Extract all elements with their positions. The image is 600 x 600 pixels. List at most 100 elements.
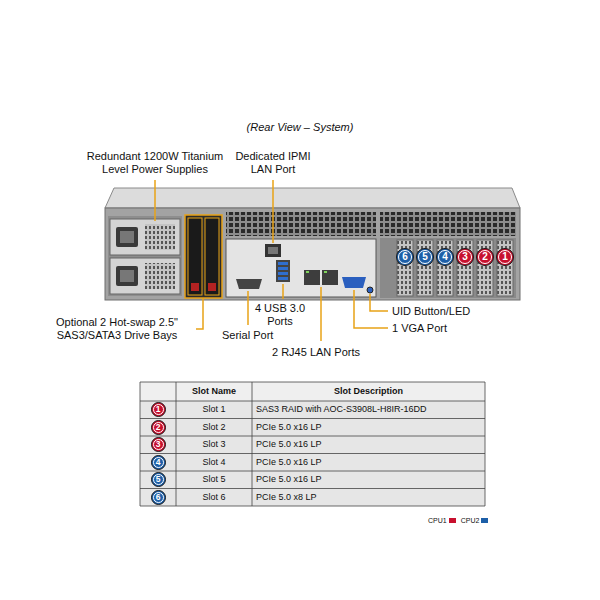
uid-button bbox=[367, 287, 373, 293]
ipmi-port bbox=[265, 244, 281, 257]
callout-label: UID Button/LED bbox=[392, 305, 470, 318]
leader-line bbox=[196, 298, 203, 329]
slot-number: 1 bbox=[496, 248, 514, 266]
slot-number-circle: 2 bbox=[476, 248, 494, 266]
drive-bay-frame bbox=[185, 215, 222, 298]
slot-cover bbox=[397, 240, 413, 296]
slot-cover bbox=[437, 240, 453, 296]
drive-bay bbox=[205, 218, 219, 295]
table-cell: Slot 2 bbox=[176, 419, 252, 437]
slot-cover bbox=[417, 240, 433, 296]
callout-label: 1 VGA Port bbox=[392, 322, 447, 335]
circle-fill bbox=[457, 249, 474, 266]
slot-number: 2 bbox=[476, 248, 494, 266]
slot-number: 4 bbox=[436, 248, 454, 266]
table-cell: PCIe 5.0 x16 LP bbox=[252, 454, 485, 472]
table-cell: Slot 1 bbox=[176, 401, 252, 419]
table-cell: Slot 3 bbox=[176, 436, 252, 454]
callout-label: 2 RJ45 LAN Ports bbox=[272, 346, 360, 359]
slot-number-circle: 4 bbox=[151, 455, 166, 470]
power-socket bbox=[116, 266, 138, 286]
usb-port bbox=[278, 267, 288, 270]
slot-number-circle: 6 bbox=[396, 248, 414, 266]
usb-stack bbox=[276, 260, 290, 282]
table-header-fill bbox=[140, 382, 485, 401]
slot-number-circle: 6 bbox=[151, 490, 166, 505]
slot-cover bbox=[477, 240, 493, 296]
slot-number: 6 bbox=[151, 490, 166, 505]
lan-led bbox=[324, 271, 327, 273]
slot-cover bbox=[457, 240, 473, 296]
leader-line bbox=[354, 290, 388, 328]
legend-label: CPU2 bbox=[461, 516, 480, 525]
lan-led bbox=[306, 271, 309, 273]
table-cell: PCIe 5.0 x16 LP bbox=[252, 471, 485, 489]
slot-cover bbox=[497, 240, 513, 296]
slot-number: 4 bbox=[151, 455, 166, 470]
table-cell: SAS3 RAID with AOC-S3908L-H8IR-16DD bbox=[252, 401, 485, 419]
table-header: Slot Name bbox=[176, 382, 252, 401]
table-cell: PCIe 5.0 x16 LP bbox=[252, 436, 485, 454]
slot-number-circle: 5 bbox=[416, 248, 434, 266]
leader-line bbox=[247, 291, 249, 325]
circle-fill bbox=[151, 438, 165, 452]
leader-line bbox=[154, 180, 156, 221]
slot-number: 6 bbox=[396, 248, 414, 266]
leader-line bbox=[370, 294, 388, 311]
usb-port bbox=[278, 277, 288, 280]
chassis-rear bbox=[105, 208, 520, 300]
power-socket bbox=[120, 270, 134, 282]
legend-swatch bbox=[449, 518, 456, 523]
io-shield bbox=[226, 239, 376, 297]
slot-number: 5 bbox=[151, 472, 166, 487]
slot-number: 5 bbox=[416, 248, 434, 266]
vent-grid bbox=[380, 212, 516, 236]
slot-number-circle: 2 bbox=[151, 420, 166, 435]
circle-fill bbox=[151, 403, 165, 417]
serial-port bbox=[236, 279, 262, 289]
circle-fill bbox=[151, 455, 165, 469]
figure-title: (Rear View – System) bbox=[0, 121, 600, 134]
slot-number-circle: 3 bbox=[456, 248, 474, 266]
usb-port bbox=[278, 262, 288, 265]
power-supply bbox=[110, 219, 180, 255]
circle-fill bbox=[497, 249, 514, 266]
slot-number: 1 bbox=[151, 402, 166, 417]
circle-fill bbox=[151, 420, 165, 434]
circle-fill bbox=[151, 490, 165, 504]
slot-number-circle: 1 bbox=[151, 402, 166, 417]
leader-line bbox=[320, 287, 322, 341]
psu-vent bbox=[145, 263, 175, 289]
callout-label: Redundant 1200W Titanium Level Power Sup… bbox=[80, 150, 230, 175]
leader-line bbox=[282, 284, 284, 299]
lan-port bbox=[304, 270, 320, 285]
chassis-top bbox=[105, 188, 520, 208]
slot-number-circle: 1 bbox=[496, 248, 514, 266]
table-cell: PCIe 5.0 x8 LP bbox=[252, 489, 485, 507]
drive-bay bbox=[188, 218, 202, 295]
slot-number: 3 bbox=[456, 248, 474, 266]
table-cell: Slot 4 bbox=[176, 454, 252, 472]
table-grid bbox=[140, 382, 485, 506]
psu-vent bbox=[145, 224, 175, 250]
slot-number: 3 bbox=[151, 437, 166, 452]
vga-port bbox=[342, 277, 366, 288]
leader-line bbox=[272, 180, 274, 243]
callout-label: Optional 2 Hot-swap 2.5" SAS3/SATA3 Driv… bbox=[42, 316, 192, 341]
table-cell: PCIe 5.0 x16 LP bbox=[252, 419, 485, 437]
circle-fill bbox=[417, 249, 434, 266]
callout-label: Serial Port bbox=[222, 329, 273, 342]
table-body-fill bbox=[140, 401, 485, 506]
circle-fill bbox=[477, 249, 494, 266]
drive-latch bbox=[191, 283, 199, 291]
power-socket bbox=[120, 231, 134, 243]
slot-number-circle: 4 bbox=[436, 248, 454, 266]
legend-swatch bbox=[481, 518, 488, 523]
table-cell: Slot 5 bbox=[176, 471, 252, 489]
ipmi-port bbox=[268, 247, 278, 254]
power-supply bbox=[110, 258, 180, 294]
legend-item: CPU1 bbox=[428, 515, 456, 525]
usb-port bbox=[278, 272, 288, 275]
